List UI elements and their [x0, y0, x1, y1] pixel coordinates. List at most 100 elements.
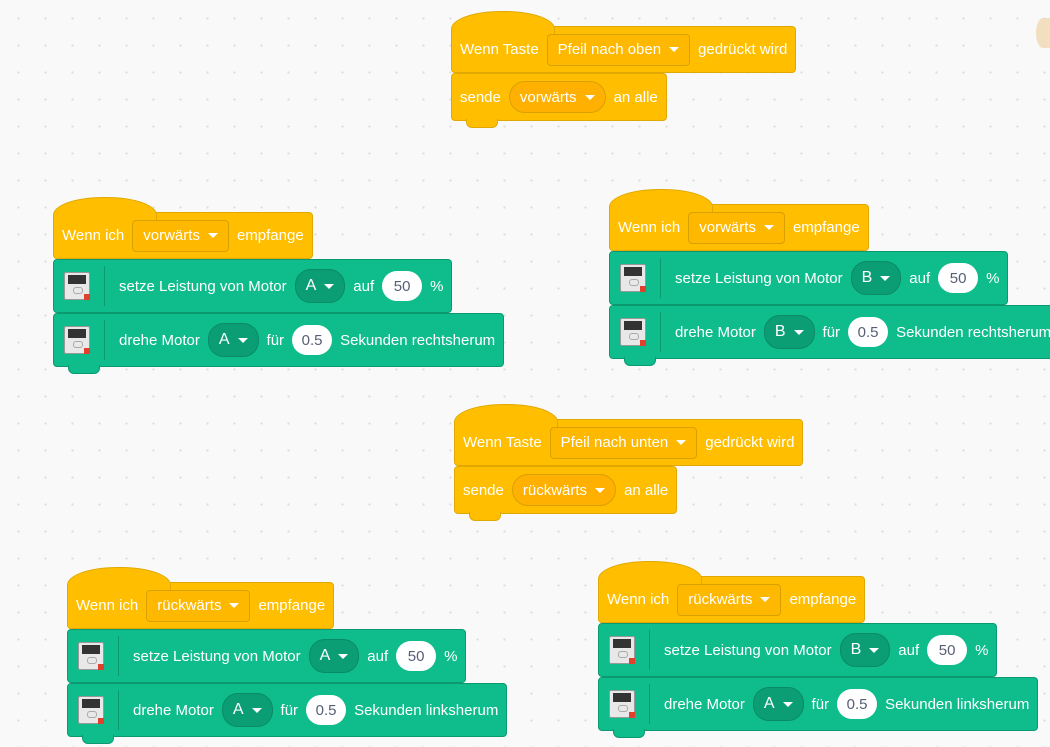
dropdown-value: vorwärts: [143, 227, 200, 244]
ev3-scr: [68, 275, 86, 284]
divider: [660, 258, 661, 298]
dropdown-value: Pfeil nach oben: [557, 41, 662, 58]
dropdown[interactable]: A: [294, 269, 346, 303]
hat-cap: [451, 11, 555, 46]
block-label: setze Leistung von Motor: [119, 277, 287, 295]
ev3-red: [98, 718, 104, 724]
dropdown[interactable]: rückwärts: [511, 474, 617, 506]
caret-down-icon: [869, 647, 880, 653]
dropdown-value: B: [774, 323, 786, 340]
dropdown-value: Pfeil nach unten: [560, 434, 669, 451]
hat-block[interactable]: Wenn ich rückwärts empfange: [67, 567, 335, 629]
script-stack[interactable]: Wenn ich rückwärts empfange setze Leistung …: [67, 567, 508, 744]
block-label: Sekunden rechtsherum: [340, 331, 496, 349]
block-label: für: [822, 323, 841, 341]
number-input[interactable]: 0.5: [292, 325, 333, 355]
dropdown[interactable]: B: [763, 315, 815, 349]
number-input[interactable]: 50: [382, 271, 423, 301]
block-label: setze Leistung von Motor: [675, 269, 843, 287]
block-label: Sekunden rechtsherum: [896, 323, 1050, 341]
divider: [660, 312, 661, 352]
caret-down-icon: [669, 47, 680, 52]
dropdown[interactable]: A: [221, 693, 273, 727]
ev3-scr: [613, 639, 631, 648]
block-bottom-notch: [68, 365, 100, 374]
ev3-scr: [624, 267, 642, 276]
dropdown[interactable]: vorwärts: [688, 211, 785, 244]
block-bottom-notch: [466, 119, 498, 128]
sprite-corner-icon: [1036, 18, 1050, 48]
ev3-btn: [629, 333, 639, 340]
ev3-btn: [618, 651, 628, 658]
block-label: auf: [353, 277, 375, 295]
block-bottom-notch: [82, 735, 114, 744]
number-input[interactable]: 0.5: [837, 689, 878, 719]
dropdown[interactable]: rückwärts: [677, 583, 782, 616]
number-input[interactable]: 0.5: [848, 317, 889, 347]
number-input[interactable]: 50: [938, 263, 979, 293]
number-input[interactable]: 0.5: [306, 695, 347, 725]
dropdown[interactable]: rückwärts: [146, 589, 251, 622]
block-label: setze Leistung von Motor: [133, 647, 301, 665]
block-label: Wenn ich: [618, 219, 681, 236]
dropdown-value: A: [763, 695, 775, 712]
divider: [649, 684, 650, 724]
ev3-brick-icon: [620, 318, 646, 346]
caret-down-icon: [324, 283, 335, 289]
ev3-scr: [624, 321, 642, 330]
dropdown[interactable]: A: [207, 323, 259, 357]
ev3-btn: [87, 711, 97, 718]
dropdown[interactable]: vorwärts: [508, 81, 606, 113]
block-bottom-notch: [624, 357, 656, 366]
ev3-btn: [73, 341, 83, 348]
dropdown-value: vorwärts: [519, 88, 577, 106]
ev3-brick-icon: [620, 264, 646, 292]
ev3-btn: [73, 287, 83, 294]
block-bottom-notch: [613, 729, 645, 738]
number-input[interactable]: 50: [396, 641, 437, 671]
dropdown-value: A: [319, 647, 331, 664]
block-label: Wenn ich: [76, 597, 139, 614]
dropdown[interactable]: A: [308, 639, 360, 673]
block-label: empfange: [258, 597, 326, 614]
dropdown[interactable]: vorwärts: [132, 219, 229, 252]
dropdown[interactable]: B: [850, 261, 902, 295]
block-label: gedrückt wird: [705, 434, 795, 451]
ev3-scr: [68, 329, 86, 338]
divider: [104, 320, 105, 360]
block-label: drehe Motor: [133, 701, 214, 719]
dropdown[interactable]: Pfeil nach unten: [549, 426, 698, 459]
caret-down-icon: [595, 487, 606, 493]
dropdown[interactable]: Pfeil nach oben: [546, 33, 691, 66]
ev3-btn: [618, 705, 628, 712]
dropdown[interactable]: A: [752, 687, 804, 721]
block-label: Wenn ich: [607, 591, 670, 608]
block-label: drehe Motor: [664, 695, 745, 713]
ev3-brick-icon: [609, 636, 635, 664]
divider: [118, 636, 119, 676]
number-input[interactable]: 50: [927, 635, 968, 665]
block-label: an alle: [613, 88, 658, 106]
block-label: gedrückt wird: [698, 41, 788, 58]
dropdown[interactable]: B: [839, 633, 891, 667]
